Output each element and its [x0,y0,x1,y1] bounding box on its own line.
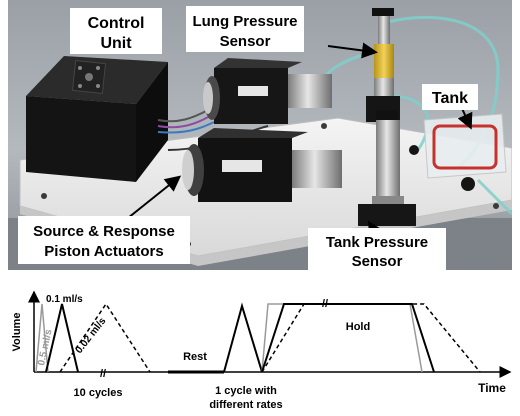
tank-pressure-sensor [358,110,416,226]
control-unit-label-line1: Control [88,15,145,32]
rate-label-0.1: 0.1 ml/s [46,294,83,305]
control-unit [26,56,168,182]
apparatus-photo: Control Unit Lung Pressure Sensor Tank S… [8,0,512,270]
trace-0.5-mls-hold [261,303,423,373]
label-tank-sensor: Tank Pressure Sensor [308,228,446,270]
tank [409,113,507,191]
label-lung-sensor: Lung Pressure Sensor [186,6,304,52]
lung-pressure-sensor [366,8,400,122]
label-tank: Tank [422,84,478,110]
break-mark-2: // [322,298,328,310]
label-hold: Hold [346,321,370,333]
trace-0.02-mls-cycles [59,302,151,373]
cycles-traces [35,302,151,373]
y-axis-label: Volume [11,313,23,352]
trace-0.02-mls-hold [261,303,481,373]
break-mark-1: // [100,368,106,380]
actuator-front [182,128,342,202]
lung-sensor-label-line1: Lung Pressure [192,13,297,30]
protocol-diagram: Volume Time 0.1 ml/s 0.5 ml/s 0.02 ml/s … [11,290,512,411]
lung-sensor-label-line2: Sensor [220,33,271,50]
tank-label: Tank [432,90,468,107]
hold-traces [261,303,481,373]
trace-0.1-mls-cycles [45,303,79,373]
trace-single-cycle [223,302,263,373]
control-unit-label-line2: Unit [100,35,132,52]
actuators-label-line1: Source & Response [33,223,175,240]
trace-0.1-mls-hold [261,303,435,373]
label-actuators: Source & Response Piston Actuators [18,216,190,264]
rate-label-0.02: 0.02 ml/s [74,315,109,355]
label-single-line1: 1 cycle with [215,385,277,397]
x-axis-label: Time [478,381,506,395]
actuator-back [203,58,332,124]
tank-sensor-label-line2: Sensor [352,253,403,270]
label-control-unit: Control Unit [70,8,162,54]
tank-sensor-label-line1: Tank Pressure [326,234,428,251]
label-10-cycles: 10 cycles [74,387,123,399]
actuators-label-line2: Piston Actuators [44,243,163,260]
label-single-line2: different rates [209,399,282,411]
label-rest: Rest [183,351,207,363]
trace-0.5-mls-cycles [35,303,49,373]
